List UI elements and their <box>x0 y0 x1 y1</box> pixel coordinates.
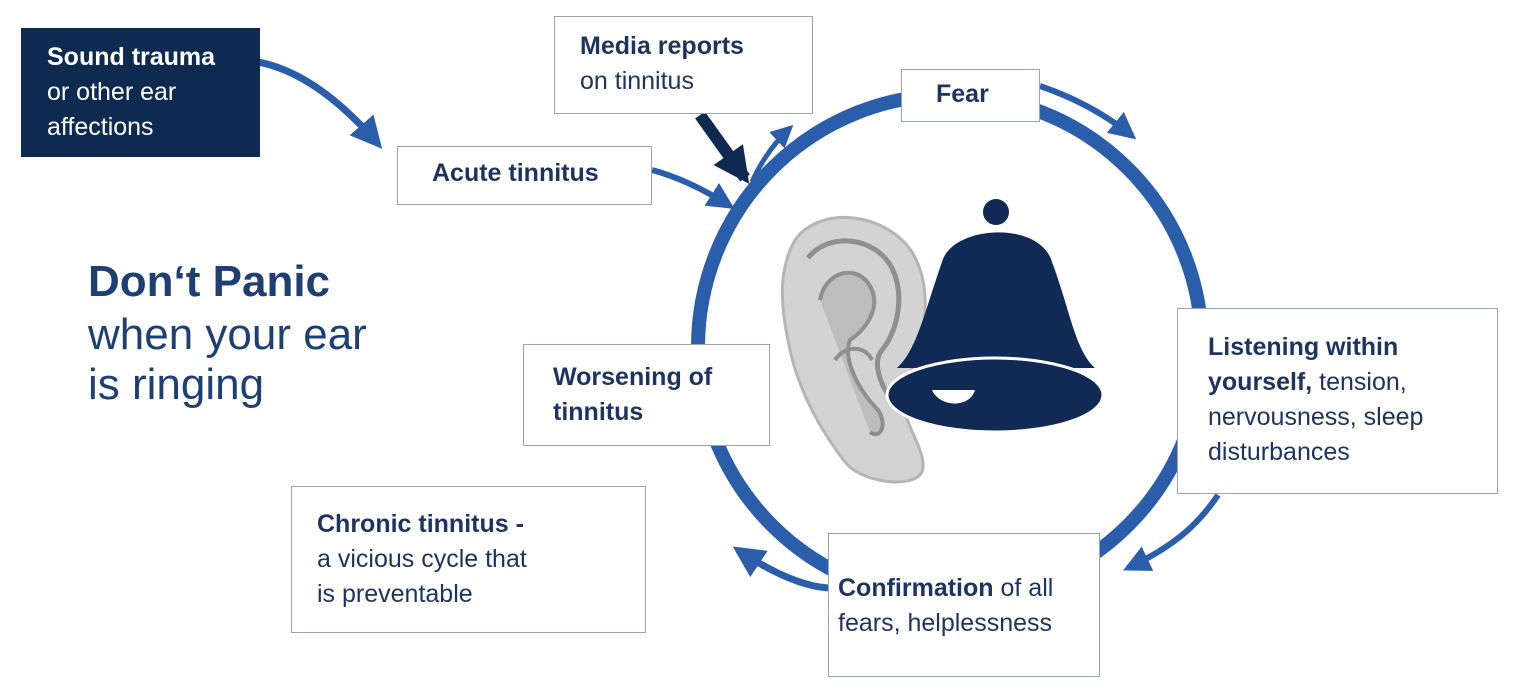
arrow-cycle-to-fear <box>749 124 794 184</box>
fear-title: Fear <box>936 80 989 108</box>
listening-line4: disturbances <box>1208 438 1350 466</box>
arrow-listening-to-confirmation <box>1123 493 1221 571</box>
sound-trauma-line3: affections <box>47 113 154 141</box>
chronic-title: Chronic tinnitus - <box>317 510 524 538</box>
chronic-line3: is preventable <box>317 580 473 608</box>
arrow-media-to-cycle <box>695 111 750 184</box>
chronic-line2: a vicious cycle that <box>317 545 527 573</box>
confirmation-bold: Confirmation <box>838 574 994 602</box>
box-confirmation: Confirmation of all fears, helplessness <box>828 533 1100 677</box>
headline: Don‘t Panic when your ear is ringing <box>88 254 367 410</box>
acute-tinnitus-title: Acute tinnitus <box>432 159 599 187</box>
listening-line2: yourself, tension, <box>1208 365 1497 400</box>
listening-line2-rest: tension, <box>1312 368 1407 396</box>
confirmation-rest: of all <box>993 574 1054 602</box>
arrow-trauma-to-acute <box>257 58 383 149</box>
box-acute-tinnitus: Acute tinnitus <box>397 146 652 205</box>
listening-line3: nervousness, sleep <box>1208 403 1424 431</box>
sound-trauma-title: Sound trauma <box>47 43 216 71</box>
media-reports-title: Media reports <box>580 32 744 60</box>
box-listening: Listening within yourself, tension, nerv… <box>1177 308 1498 494</box>
arrow-confirmation-to-chronic <box>732 546 829 592</box>
listening-line1: Listening within <box>1208 333 1399 361</box>
ear-icon <box>780 215 927 484</box>
worsening-line2: tinnitus <box>553 398 644 426</box>
sound-trauma-line2: or other ear <box>47 78 177 106</box>
box-worsening: Worsening of tinnitus <box>523 344 770 446</box>
headline-line2: when your ear <box>88 310 367 359</box>
worsening-line1: Worsening of <box>553 363 713 391</box>
media-reports-line2: on tinnitus <box>580 67 694 95</box>
listening-line2-bold: yourself, <box>1208 368 1313 396</box>
arrow-fear-onward <box>1039 83 1137 140</box>
headline-line3: is ringing <box>88 360 265 409</box>
arrow-acute-to-cycle <box>651 167 735 209</box>
confirmation-line2: fears, helplessness <box>838 609 1053 637</box>
headline-bold: Don‘t Panic <box>88 257 331 306</box>
box-fear: Fear <box>901 69 1040 122</box>
bell-icon <box>885 199 1105 434</box>
box-chronic-tinnitus: Chronic tinnitus - a vicious cycle that … <box>291 486 646 633</box>
confirmation-line1: Confirmation of all <box>838 571 1099 606</box>
box-media-reports: Media reports on tinnitus <box>554 16 813 114</box>
box-sound-trauma: Sound trauma or other ear affections <box>21 28 260 157</box>
